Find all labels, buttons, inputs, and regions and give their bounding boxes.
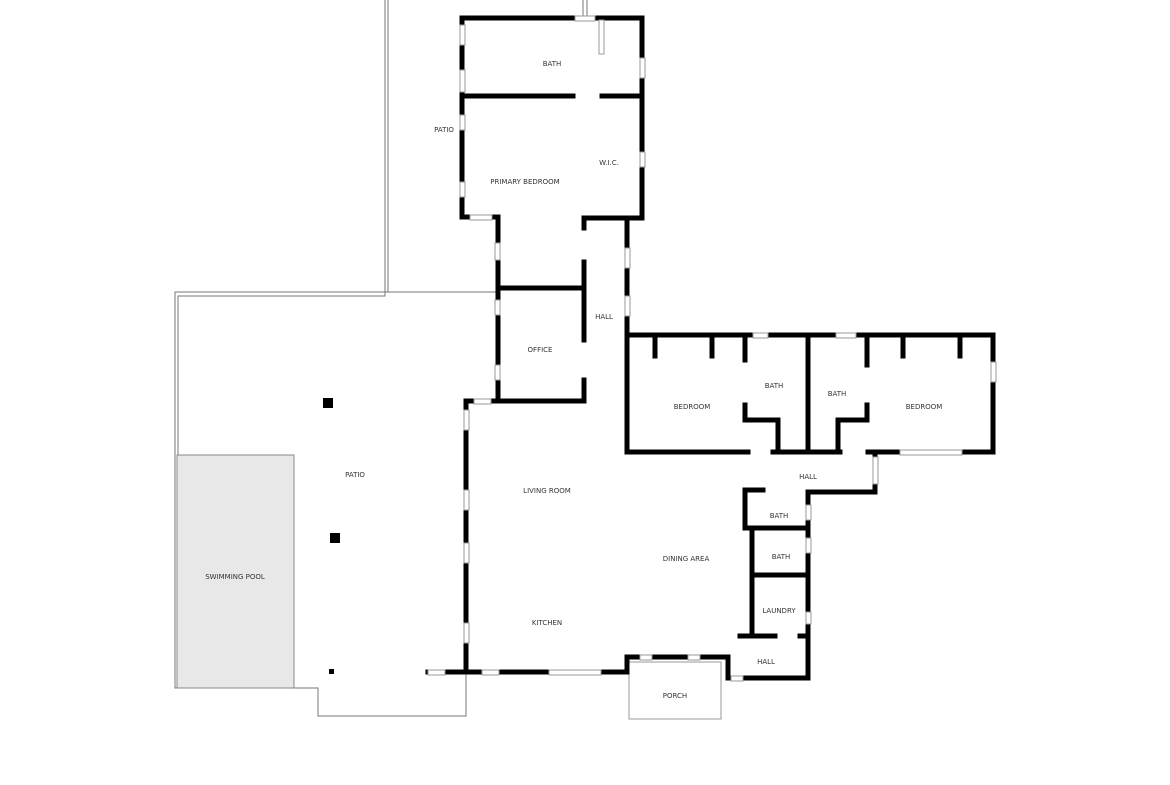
- room-label-office: OFFICE: [528, 346, 553, 354]
- walls: [425, 15, 996, 681]
- room-label-hall-mid: HALL: [799, 473, 817, 481]
- room-label-wic: W.I.C.: [599, 159, 619, 167]
- windows: [427, 15, 997, 682]
- room-label-hall-lower: HALL: [757, 658, 775, 666]
- room-label-bath-b: BATH: [828, 390, 847, 398]
- column: [330, 533, 340, 543]
- room-label-patio-upper: PATIO: [434, 126, 454, 134]
- room-label-kitchen: KITCHEN: [532, 619, 562, 627]
- room-label-primary-bedroom: PRIMARY BEDROOM: [490, 178, 559, 186]
- room-label-living-room: LIVING ROOM: [523, 487, 571, 495]
- room-label-swimming-pool: SWIMMING POOL: [205, 573, 265, 581]
- room-label-bath-d: BATH: [772, 553, 791, 561]
- swimming-pool: [176, 454, 295, 689]
- room-label-bedroom-right: BEDROOM: [906, 403, 943, 411]
- room-label-patio: PATIO: [345, 471, 365, 479]
- room-label-bath-c: BATH: [770, 512, 789, 520]
- room-label-laundry: LAUNDRY: [762, 607, 796, 615]
- room-label-bath-primary: BATH: [543, 60, 562, 68]
- room-label-dining-area: DINING AREA: [663, 555, 710, 563]
- porch-outline: [628, 661, 722, 720]
- room-label-bath-a: BATH: [765, 382, 784, 390]
- room-label-bedroom-left: BEDROOM: [674, 403, 711, 411]
- room-labels: BATH PATIO PRIMARY BEDROOM W.I.C. HALL O…: [205, 60, 942, 700]
- column: [329, 669, 334, 674]
- room-label-hall-upper: HALL: [595, 313, 613, 321]
- room-label-porch: PORCH: [663, 692, 687, 700]
- column: [323, 398, 333, 408]
